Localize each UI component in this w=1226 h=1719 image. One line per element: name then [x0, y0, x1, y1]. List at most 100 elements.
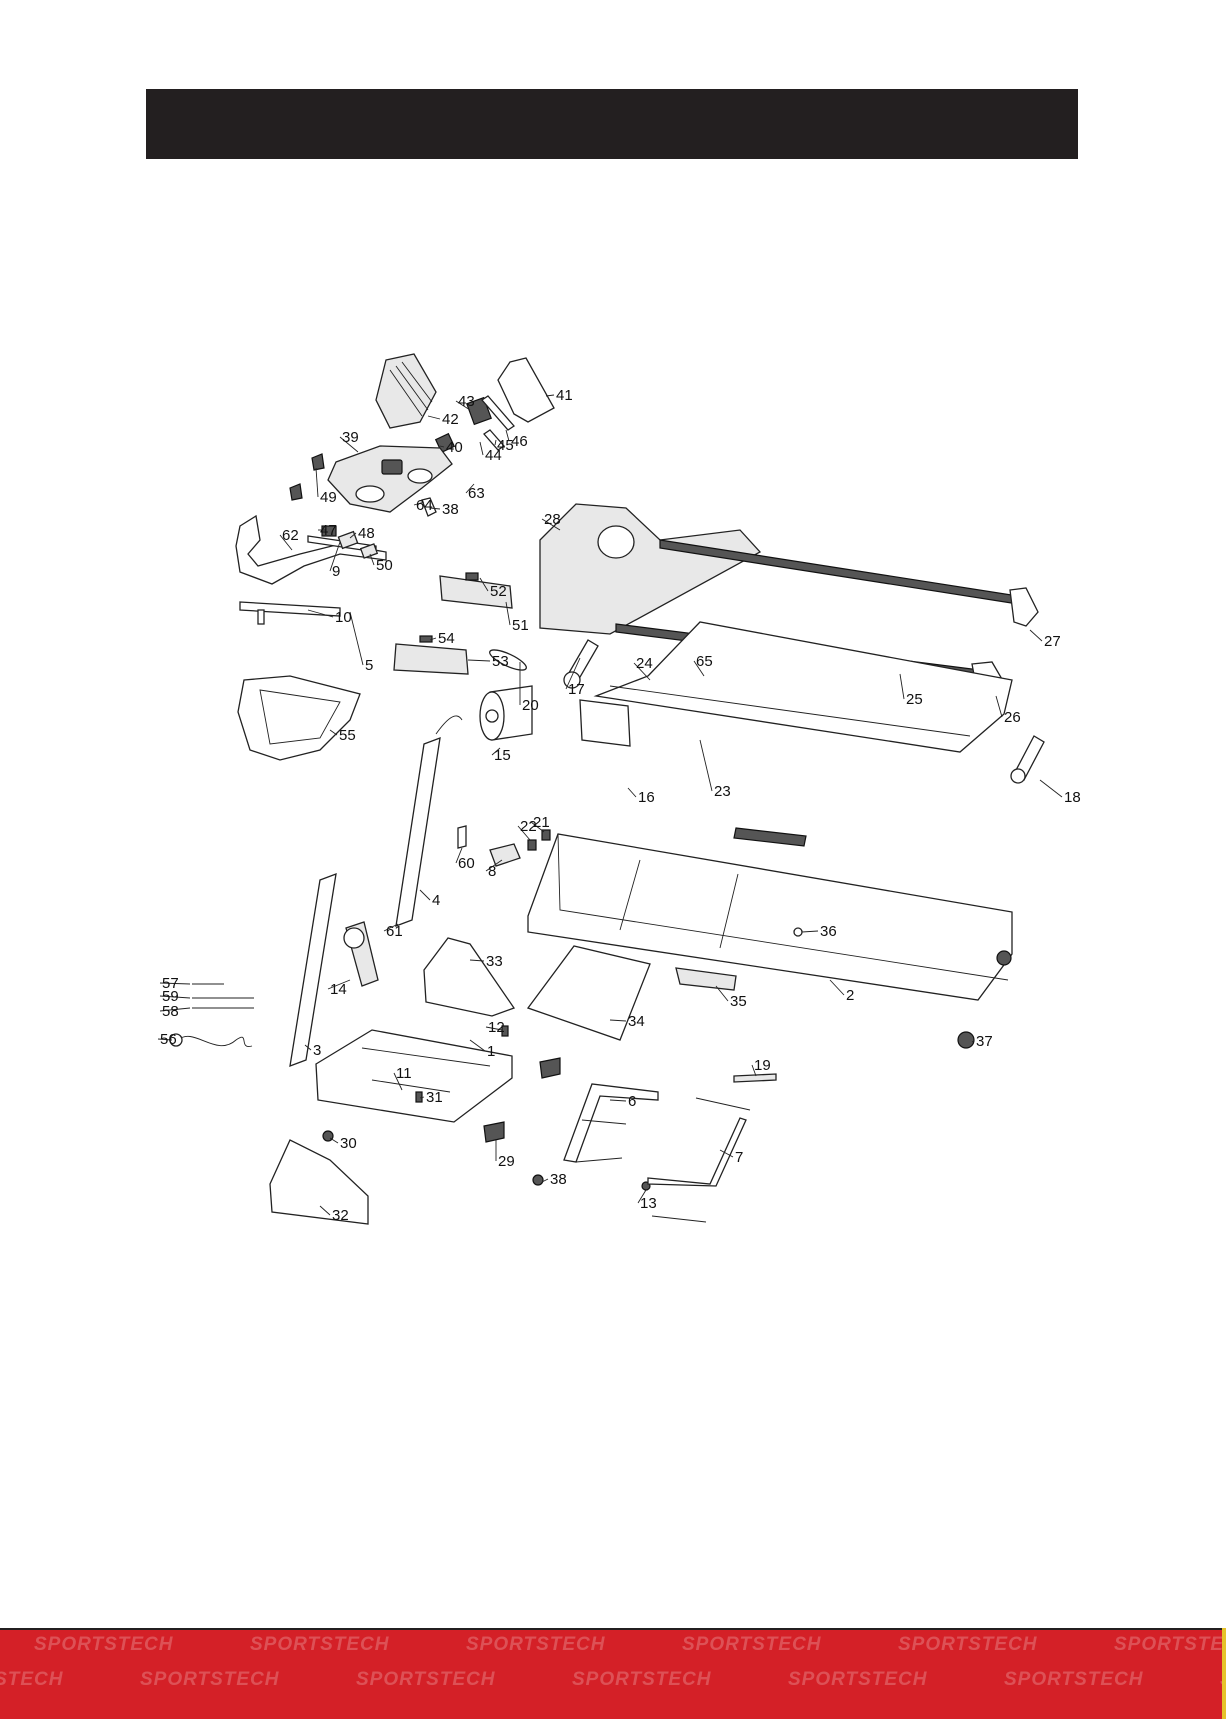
leader-line: [427, 415, 441, 420]
leader-line: [899, 673, 905, 700]
watermark-text: SPORTSTECH: [140, 1669, 280, 1690]
part-label-31: 31: [426, 1089, 443, 1106]
part-label-1: 1: [487, 1043, 495, 1060]
part-shape-handlebar: [235, 514, 387, 585]
leader-line: [319, 1205, 331, 1216]
part-label-13: 13: [640, 1195, 657, 1212]
leader-line: [329, 541, 341, 572]
part-shape-5: [239, 601, 341, 617]
watermark-text: SPORTSTECH: [466, 1634, 606, 1655]
leader-line: [307, 609, 334, 618]
part-drawings: [169, 353, 1045, 1225]
part-shape-51: [439, 575, 513, 609]
part-shape-35: [675, 967, 737, 991]
part-label-48: 48: [358, 525, 375, 542]
part-shape-46: [481, 395, 515, 431]
part-shape-64: [421, 497, 437, 517]
part-detail: [355, 485, 385, 503]
leader-line: [995, 695, 1003, 718]
part-detail: [257, 609, 265, 625]
leader-line: [545, 394, 555, 397]
part-detail: [381, 459, 403, 475]
leader-line: [479, 577, 489, 592]
part-shape-34: [526, 945, 651, 1041]
part-label-15: 15: [494, 747, 511, 764]
watermark-text: SPORTSTECH: [34, 1634, 174, 1655]
watermark-text: SPORTSTECH: [788, 1669, 928, 1690]
part-shape-20: [489, 649, 527, 671]
part-shape-1: [315, 1029, 513, 1123]
header-bar: [146, 89, 1078, 159]
part-label-61: 61: [386, 923, 403, 940]
part-detail: [407, 468, 433, 484]
part-shape-39: [327, 445, 453, 513]
part-label-39: 39: [342, 429, 359, 446]
part-label-56: 56: [160, 1031, 177, 1048]
leader-line: [541, 1178, 549, 1183]
leader-line: [279, 534, 293, 551]
leader-line: [479, 441, 484, 456]
leader-line: [609, 1099, 627, 1102]
part-label-20: 20: [522, 697, 539, 714]
part-shape-56: [177, 1035, 253, 1047]
part-label-54: 54: [438, 630, 455, 647]
part-shape-42: [375, 353, 437, 429]
leader-line: [719, 1149, 734, 1158]
leader-line: [829, 979, 845, 996]
leader-line: [541, 518, 561, 531]
leader-line: [157, 1038, 173, 1041]
part-label-40: 40: [446, 439, 463, 456]
part-label-29: 29: [498, 1153, 515, 1170]
leader-line: [530, 821, 545, 833]
part-label-3: 3: [313, 1042, 321, 1059]
leader-line: [485, 859, 503, 872]
leader-line: [467, 659, 491, 662]
part-label-65: 65: [696, 653, 713, 670]
leader-line: [637, 1189, 647, 1204]
part-shape-16: [579, 699, 631, 747]
part-label-45: 45: [497, 437, 514, 454]
leader-line: [751, 1064, 757, 1077]
part-label-59: 59: [162, 988, 179, 1005]
leader-line: [699, 739, 713, 792]
part-label-17: 17: [568, 681, 585, 698]
part-shape-8: [489, 843, 521, 867]
part-label-43: 43: [458, 393, 475, 410]
leader-line: [485, 1026, 503, 1031]
part-shape-37: [957, 1031, 975, 1049]
leader-line: [693, 660, 705, 677]
leader-line: [369, 553, 375, 566]
leader-line: [349, 532, 357, 539]
part-label-12: 12: [488, 1019, 505, 1036]
part-shape-21: [541, 829, 551, 841]
part-shape-7: [647, 1117, 747, 1187]
part-shape-4: [395, 737, 441, 927]
part-label-21: 21: [533, 814, 550, 831]
part-detail: [996, 950, 1012, 966]
leader-line: [505, 429, 510, 442]
part-detail: [289, 483, 303, 501]
part-label-53: 53: [492, 653, 509, 670]
part-shape-3: [289, 872, 337, 1068]
leader-line: [429, 507, 441, 510]
leader-line: [1029, 629, 1043, 642]
leader-line: [439, 445, 445, 448]
part-label-9: 9: [332, 563, 340, 580]
leader-line: [413, 501, 425, 506]
part-label-32: 32: [332, 1207, 349, 1224]
watermark-text: SPORTSTECH: [898, 1634, 1038, 1655]
part-shape-27: [1009, 587, 1039, 627]
part-label-41: 41: [556, 387, 573, 404]
part-label-10: 10: [335, 609, 352, 626]
part-shape-41: [497, 357, 555, 423]
part-detail: [435, 715, 463, 735]
leader-line: [329, 729, 338, 736]
part-shape-29: [539, 1057, 561, 1079]
part-shape-52: [393, 643, 469, 675]
leader-line: [419, 1096, 425, 1099]
leader-line: [627, 787, 637, 798]
part-label-34: 34: [628, 1013, 645, 1030]
part-label-5: 5: [365, 657, 373, 674]
